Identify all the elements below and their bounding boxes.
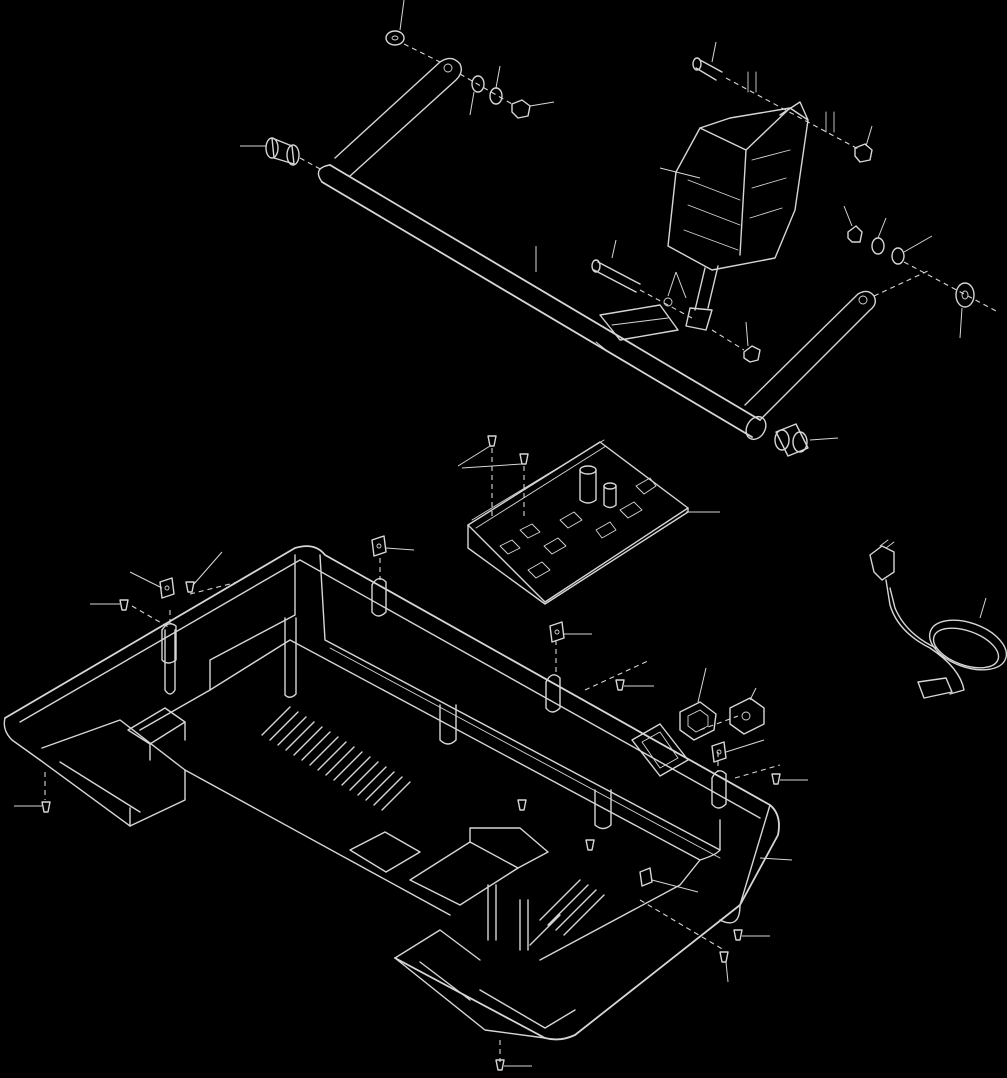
base-mounting-lines <box>44 558 781 1062</box>
power-inlet <box>729 687 765 735</box>
roller-cap-right <box>774 423 839 457</box>
mounting-screws <box>14 551 808 1071</box>
vent-slots <box>261 706 605 946</box>
hardware-top-left <box>385 0 555 119</box>
power-cord <box>869 539 1007 699</box>
power-switch <box>679 667 717 741</box>
pivot-bolt <box>591 239 761 363</box>
roller-cap-left <box>240 137 323 171</box>
base-frame <box>3 545 780 1041</box>
motor-controller-board <box>457 435 720 605</box>
roller-frame-assembly <box>317 57 877 441</box>
lift-motor <box>659 41 873 331</box>
wire-clips <box>129 535 765 893</box>
hardware-right <box>535 205 999 339</box>
